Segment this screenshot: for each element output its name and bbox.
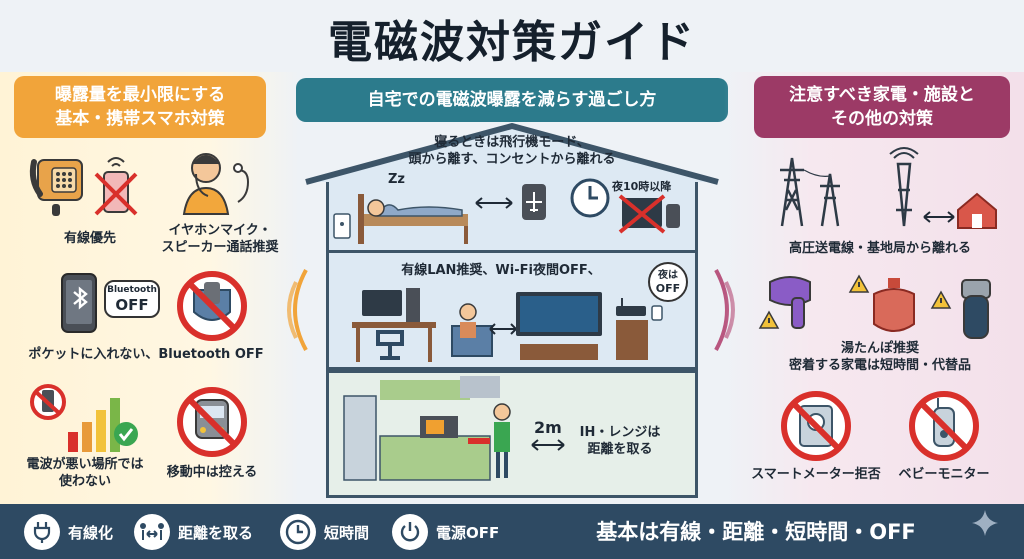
crossed-tv-icon (618, 194, 680, 234)
shaver-icon (961, 279, 991, 339)
bottom-floor-line1: IH・レンジは (579, 425, 661, 440)
power-tower-icon (780, 157, 840, 227)
bluetooth-bubble-off: OFF (115, 296, 149, 314)
signal-label-line2: 使わない (58, 474, 111, 489)
plug-icon (24, 514, 60, 550)
kitchen-scene-icon (343, 376, 511, 481)
bottom-item-short-time-label: 短時間 (324, 523, 370, 542)
hairdryer-icon (769, 276, 811, 329)
left-item-pocket-label: ポケットに入れない、Bluetooth OFF (28, 347, 264, 362)
right-item-meter-label: スマートメーター拒否 (751, 467, 881, 482)
wifi-night-off-bubble: 夜は OFF (648, 262, 688, 302)
page-title: 電磁波対策ガイド (328, 17, 696, 68)
bed-icon (358, 194, 468, 244)
clock-icon (570, 178, 610, 218)
right-panel-heading: 注意すべき家電・施設と その他の対策 (754, 76, 1010, 138)
right-item-tower-label: 高圧送電線・基地局から離れる (788, 241, 971, 256)
left-heading-line2: 基本・携帯スマホ対策 (55, 109, 225, 129)
wall-outlet-icon (333, 213, 351, 239)
desk-phone-icon (29, 159, 83, 216)
bluetooth-bubble-text: Bluetooth (107, 285, 157, 295)
crossed-smartphone-icon (94, 157, 138, 216)
distance-2m: 2m (534, 418, 562, 437)
left-item-signal-label: 電波が悪い場所では 使わない (10, 456, 160, 490)
bluetooth-off-bubble: Bluetooth OFF (104, 280, 160, 318)
bottom-item-wired-label: 有線化 (68, 523, 114, 542)
warning-icon (758, 310, 780, 329)
wifi-bubble-line1: 夜は (658, 270, 678, 281)
warning-icon (930, 290, 952, 309)
earphone-label-line1: イヤホンマイク・ (168, 223, 272, 238)
hot-water-bottle-icon (873, 278, 915, 332)
bottom-bar (0, 504, 1024, 559)
smart-meter-prohibited-icon (781, 391, 851, 461)
desk-computer-icon (352, 288, 436, 362)
sleep-z: Zz (388, 172, 405, 187)
bluetooth-phone-icon (61, 273, 97, 333)
middle-floor-caption: 有線LAN推奨、Wi-Fi夜間OFF、 (401, 263, 601, 278)
warning-icon (848, 274, 870, 293)
right-heading-line2: その他の対策 (831, 109, 933, 129)
earphone-label-line2: スピーカー通話推奨 (161, 240, 279, 255)
bottom-summary: 基本は有線・距離・短時間・OFF (596, 520, 916, 544)
distance-arrow-icon (531, 439, 565, 451)
weak-signal-icon (30, 384, 138, 452)
distance-icon (134, 514, 170, 550)
left-wave-icon (287, 269, 308, 351)
signal-label-line1: 電波が悪い場所では (26, 457, 144, 472)
right-item-appliance-label: 湯たんぽ推奨 密着する家電は短時間・代替品 (760, 340, 1000, 374)
train-prohibited-icon (177, 387, 247, 457)
router-icon (616, 298, 663, 360)
night-badge: 夜10時以降 (612, 180, 672, 193)
right-heading-line1: 注意すべき家電・施設と (789, 85, 975, 105)
left-heading-line1: 曝露量を最小限にする (54, 85, 226, 105)
earphone-person-icon (182, 153, 250, 215)
bottom-item-power-off: 電源OFF (392, 512, 499, 552)
top-floor-caption: 寝るときは飛行機モード、 頭から離す、コンセントから離れる (372, 134, 652, 168)
airplane-mode-phone-icon (522, 184, 546, 220)
pocket-prohibited-icon (177, 271, 247, 341)
distance-arrow-icon (923, 211, 955, 223)
bottom-floor-line2: 距離を取る (587, 442, 653, 457)
cell-tower-icon (889, 147, 919, 227)
top-floor-line2: 頭から離す、コンセントから離れる (408, 152, 616, 167)
house-heading: 自宅での電磁波曝露を減らす過ごし方 (296, 78, 728, 122)
right-item-baby-monitor-label: ベビーモニター (898, 467, 990, 482)
left-panel-heading: 曝露量を最小限にする 基本・携帯スマホ対策 (14, 76, 266, 138)
top-floor-line1: 寝るときは飛行機モード、 (434, 135, 590, 150)
sparkle-icon (972, 510, 998, 536)
left-item-earphone-label: イヤホンマイク・ スピーカー通話推奨 (150, 222, 290, 256)
clock-icon (280, 514, 316, 550)
appliance-label-line2: 密着する家電は短時間・代替品 (788, 358, 971, 373)
house-roof (305, 123, 719, 185)
tv-stand-icon (516, 292, 602, 360)
bottom-item-power-off-label: 電源OFF (436, 523, 500, 542)
power-icon (392, 514, 428, 550)
bottom-floor-caption: IH・レンジは 距離を取る (570, 424, 670, 458)
middle-floor (326, 250, 698, 253)
wifi-bubble-line2: OFF (655, 282, 681, 295)
sofa-person-icon (451, 303, 493, 357)
distance-arrow-icon (489, 323, 517, 335)
distance-arrow-icon (475, 197, 513, 209)
bottom-item-wired: 有線化 (24, 512, 113, 552)
appliance-label-line1: 湯たんぽ推奨 (840, 341, 919, 356)
bottom-item-distance: 距離を取る (134, 512, 253, 552)
house-icon (957, 192, 997, 229)
bottom-item-distance-label: 距離を取る (178, 523, 254, 542)
bottom-item-short-time: 短時間 (280, 512, 369, 552)
left-item-wired-label: 有線優先 (63, 231, 116, 246)
left-item-train-label: 移動中は控える (166, 465, 258, 480)
baby-monitor-prohibited-icon (909, 391, 979, 461)
